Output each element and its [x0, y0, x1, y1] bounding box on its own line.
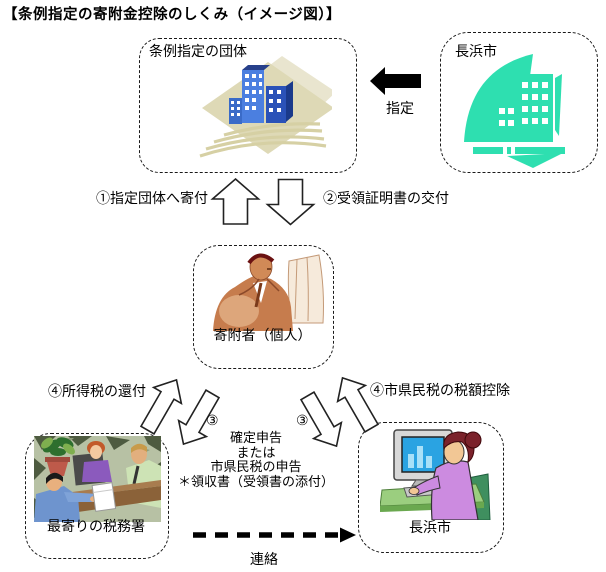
step4-resident-tax-label: ④市県民税の税額控除 [370, 384, 510, 399]
filing-note-line4: ＊領収書（受領書の添付） [177, 473, 334, 489]
donor-label: 寄附者（個人） [213, 329, 312, 344]
step3-right-label: ③ [296, 414, 309, 429]
tax-office-illustration [34, 436, 161, 522]
plant [41, 437, 75, 476]
contact-label: 連絡 [250, 553, 278, 568]
contact-arrowhead [340, 527, 356, 543]
step2-label: ②受領証明書の交付 [323, 192, 449, 207]
step1-up-arrow [210, 177, 261, 225]
filing-note-line3: 市県民税の申告 [210, 459, 302, 475]
filing-note-line2: または [236, 444, 276, 460]
step4-income-refund-arrow [139, 378, 183, 435]
designation-arrow [370, 67, 421, 95]
city-top-label: 長浜市 [455, 45, 497, 60]
tax-office-label: 最寄りの税務署 [47, 520, 145, 535]
step2-down-arrow [265, 178, 316, 226]
designated-org-label: 条例指定の団体 [149, 45, 247, 60]
step3-left-label: ③ [206, 414, 219, 429]
designation-label: 指定 [386, 102, 414, 117]
filing-note-line1: 確定申告 [229, 430, 282, 445]
computer-clerk-illustration [380, 429, 491, 520]
city-bottom-label: 長浜市 [409, 521, 451, 536]
page-title: 【条例指定の寄附金控除のしくみ（イメージ図）】 [3, 7, 342, 23]
bar-chart-screen [408, 446, 432, 468]
step4-income-tax-label: ④所得税の還付 [48, 385, 146, 400]
swoosh-lines [199, 122, 327, 158]
step1-label: ①指定団体へ寄付 [96, 192, 208, 207]
org-buildings-illustration [199, 56, 332, 158]
city-hall-icon [464, 54, 565, 168]
donor-illustration [213, 253, 324, 331]
filing-note: 確定申告 または 市県民税の申告 ＊領収書（受領書の添付） [160, 430, 352, 489]
